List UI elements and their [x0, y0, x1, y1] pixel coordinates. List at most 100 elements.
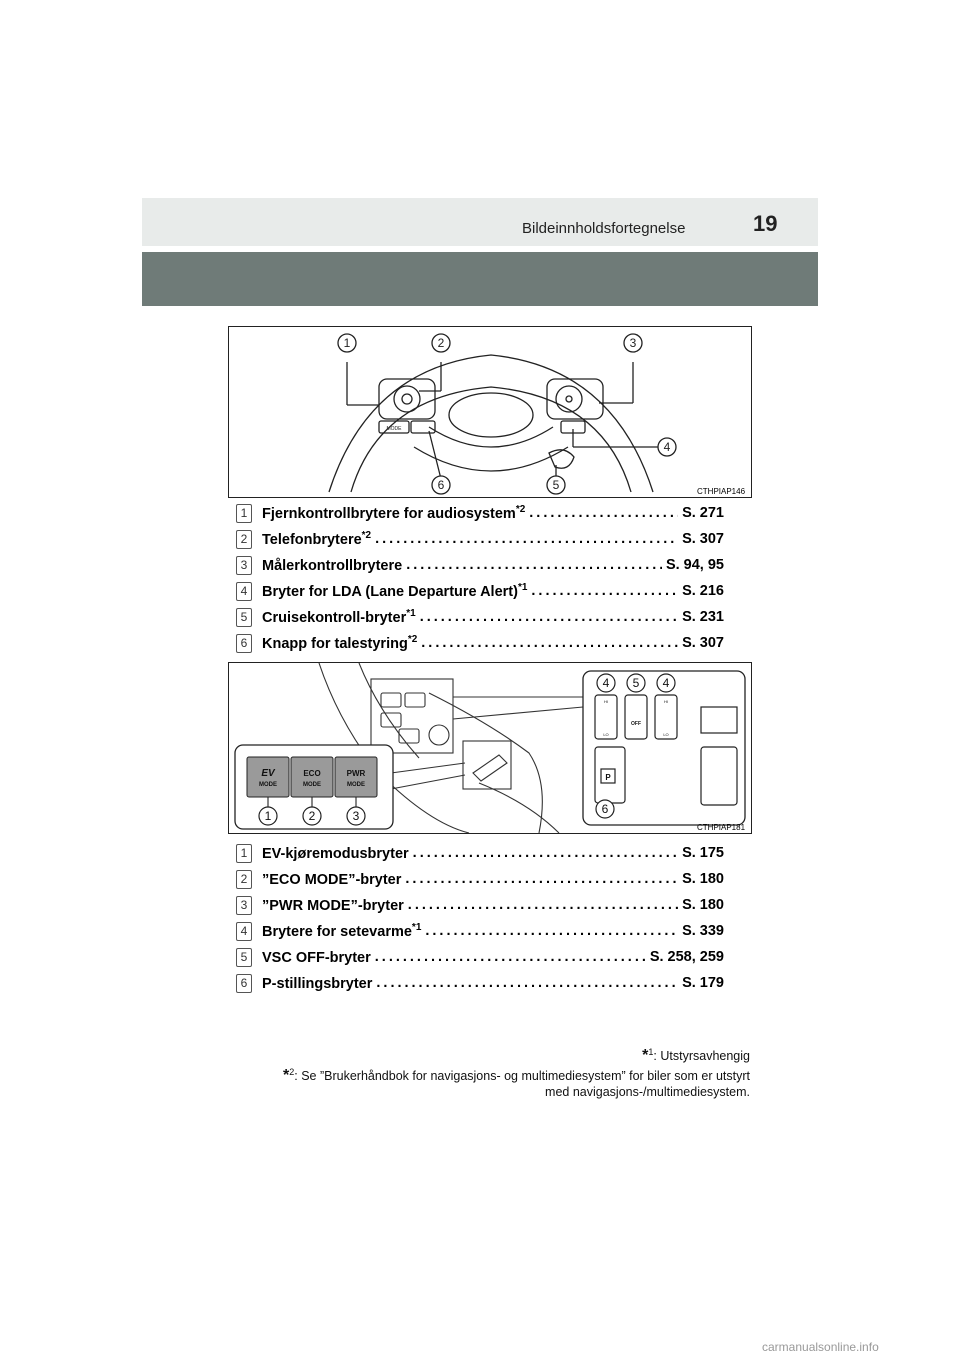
leader-dots: ........................................…: [419, 609, 678, 625]
list-item: 5 VSC OFF-bryter .......................…: [236, 944, 724, 970]
footnote-1: *1: Utstyrsavhengig: [642, 1047, 750, 1065]
item-label: Målerkontrollbrytere: [262, 558, 403, 574]
item-number: 2: [236, 869, 252, 889]
page-reference[interactable]: S. 179: [682, 975, 724, 991]
item-label: EV-kjøremodusbryter: [262, 846, 409, 862]
page-reference[interactable]: S. 216: [682, 583, 724, 599]
eco-button-top: ECO: [303, 769, 320, 778]
leader-dots: ........................................…: [407, 897, 678, 913]
section-band: [142, 252, 818, 306]
callout-label: 2: [309, 809, 316, 823]
callout-marker: [626, 673, 646, 693]
page-reference[interactable]: S. 231: [682, 609, 724, 625]
callout-label: 2: [438, 336, 445, 350]
leader-dots: ........................................…: [375, 531, 678, 547]
callout-marker: [623, 333, 643, 353]
list-item: 3 ”PWR MODE”-bryter ....................…: [236, 892, 724, 918]
watermark: carmanualsonline.info: [762, 1340, 879, 1354]
callout-label: 6: [438, 478, 445, 492]
page-reference[interactable]: S. 180: [682, 897, 724, 913]
callout-label: 3: [630, 336, 637, 350]
list-item: 1 EV-kjøremodusbryter ..................…: [236, 840, 724, 866]
leader-dots: ........................................…: [421, 635, 678, 651]
mode-button-label: MODE: [387, 426, 403, 432]
leader-dots: ........................................…: [412, 845, 678, 861]
steering-wheel-illustration: 1 2 3 4 5 6 MODE: [328, 333, 677, 495]
callout-marker: [258, 806, 278, 826]
item-label: P-stillingsbryter: [262, 976, 373, 992]
page-reference[interactable]: S. 258, 259: [649, 949, 724, 965]
list-item: 2 ”ECO MODE”-bryter ....................…: [236, 866, 724, 892]
leader-dots: ........................................…: [425, 923, 679, 939]
item-label: Knapp for talestyring*2: [262, 634, 418, 652]
callout-label: 1: [344, 336, 351, 350]
ev-button-top: EV: [261, 768, 276, 779]
legend-list-console: 1 EV-kjøremodusbryter ..................…: [236, 840, 724, 996]
leader-dots: ........................................…: [376, 975, 679, 991]
callout-marker: [337, 333, 357, 353]
callout-label: 3: [353, 809, 360, 823]
item-number: 5: [236, 947, 252, 967]
callout-marker: [595, 799, 615, 819]
header-band: [142, 198, 818, 246]
vsc-off-label: OFF: [631, 721, 641, 727]
list-item: 6 P-stillingsbryter ....................…: [236, 970, 724, 996]
page-reference[interactable]: S. 94, 95: [665, 557, 724, 573]
legend-list-steering: 1 Fjernkontrollbrytere for audiosystem*2…: [236, 500, 724, 656]
callout-marker: [596, 673, 616, 693]
list-item: 3 Målerkontrollbrytere .................…: [236, 552, 724, 578]
console-illustration: EV MODE ECO MODE PWR MODE 1 2 3 4 5 4 6 …: [234, 663, 746, 833]
figure-code: CTHPIAP181: [697, 823, 746, 832]
callout-marker: [656, 673, 676, 693]
pwr-button-top: PWR: [347, 769, 366, 778]
item-label: Fjernkontrollbrytere for audiosystem*2: [262, 504, 526, 522]
callout-marker: [431, 333, 451, 353]
console-figure: EV MODE ECO MODE PWR MODE 1 2 3 4 5 4 6 …: [228, 662, 752, 834]
lo-label: LO: [603, 732, 608, 737]
page-reference[interactable]: S. 307: [682, 531, 724, 547]
park-label: P: [605, 773, 611, 782]
lo-label: LO: [663, 732, 668, 737]
page-reference[interactable]: S. 307: [682, 635, 724, 651]
list-item: 5 Cruisekontroll-bryter*1 ..............…: [236, 604, 724, 630]
page-number: 19: [753, 211, 778, 236]
item-number: 1: [236, 843, 252, 863]
callout-label: 4: [603, 676, 610, 690]
leader-dots: ........................................…: [406, 557, 662, 573]
callout-marker: [346, 806, 366, 826]
item-label: ”ECO MODE”-bryter: [262, 872, 402, 888]
item-number: 4: [236, 581, 252, 601]
ev-button-bottom: MODE: [259, 782, 277, 788]
callout-label: 5: [553, 478, 560, 492]
figure-code: CTHPIAP146: [697, 487, 746, 496]
leader-dots: ........................................…: [405, 871, 678, 887]
item-number: 4: [236, 921, 252, 941]
hi-label: HI: [604, 699, 608, 704]
page-reference[interactable]: S. 339: [682, 923, 724, 939]
item-label: ”PWR MODE”-bryter: [262, 898, 404, 914]
list-item: 6 Knapp for talestyring*2 ..............…: [236, 630, 724, 656]
callout-label: 6: [602, 802, 609, 816]
callout-label: 4: [664, 440, 671, 454]
footnote-2-continued: med navigasjons-/multimediesystem.: [545, 1085, 750, 1100]
callout-marker: [431, 475, 451, 495]
item-label: VSC OFF-bryter: [262, 950, 371, 966]
leader-dots: ........................................…: [529, 505, 678, 521]
hi-label: HI: [664, 699, 668, 704]
callout-marker: [302, 806, 322, 826]
list-item: 4 Brytere for setevarme*1 ..............…: [236, 918, 724, 944]
page-reference[interactable]: S. 180: [682, 871, 724, 887]
item-number: 6: [236, 633, 252, 653]
item-label: Cruisekontroll-bryter*1: [262, 608, 416, 626]
eco-button-bottom: MODE: [303, 782, 321, 788]
steering-wheel-figure: 1 2 3 4 5 6 MODE: [228, 326, 752, 498]
item-label: Telefonbrytere*2: [262, 530, 372, 548]
page-reference[interactable]: S. 271: [682, 505, 724, 521]
page-reference[interactable]: S. 175: [682, 845, 724, 861]
leader-dots: ........................................…: [531, 583, 678, 599]
footnote-2: *2: Se ”Brukerhåndbok for navigasjons- o…: [283, 1067, 750, 1085]
item-label: Bryter for LDA (Lane Departure Alert)*1: [262, 582, 528, 600]
header-title: Bildeinnholdsfortegnelse: [522, 220, 686, 237]
list-item: 1 Fjernkontrollbrytere for audiosystem*2…: [236, 500, 724, 526]
list-item: 4 Bryter for LDA (Lane Departure Alert)*…: [236, 578, 724, 604]
